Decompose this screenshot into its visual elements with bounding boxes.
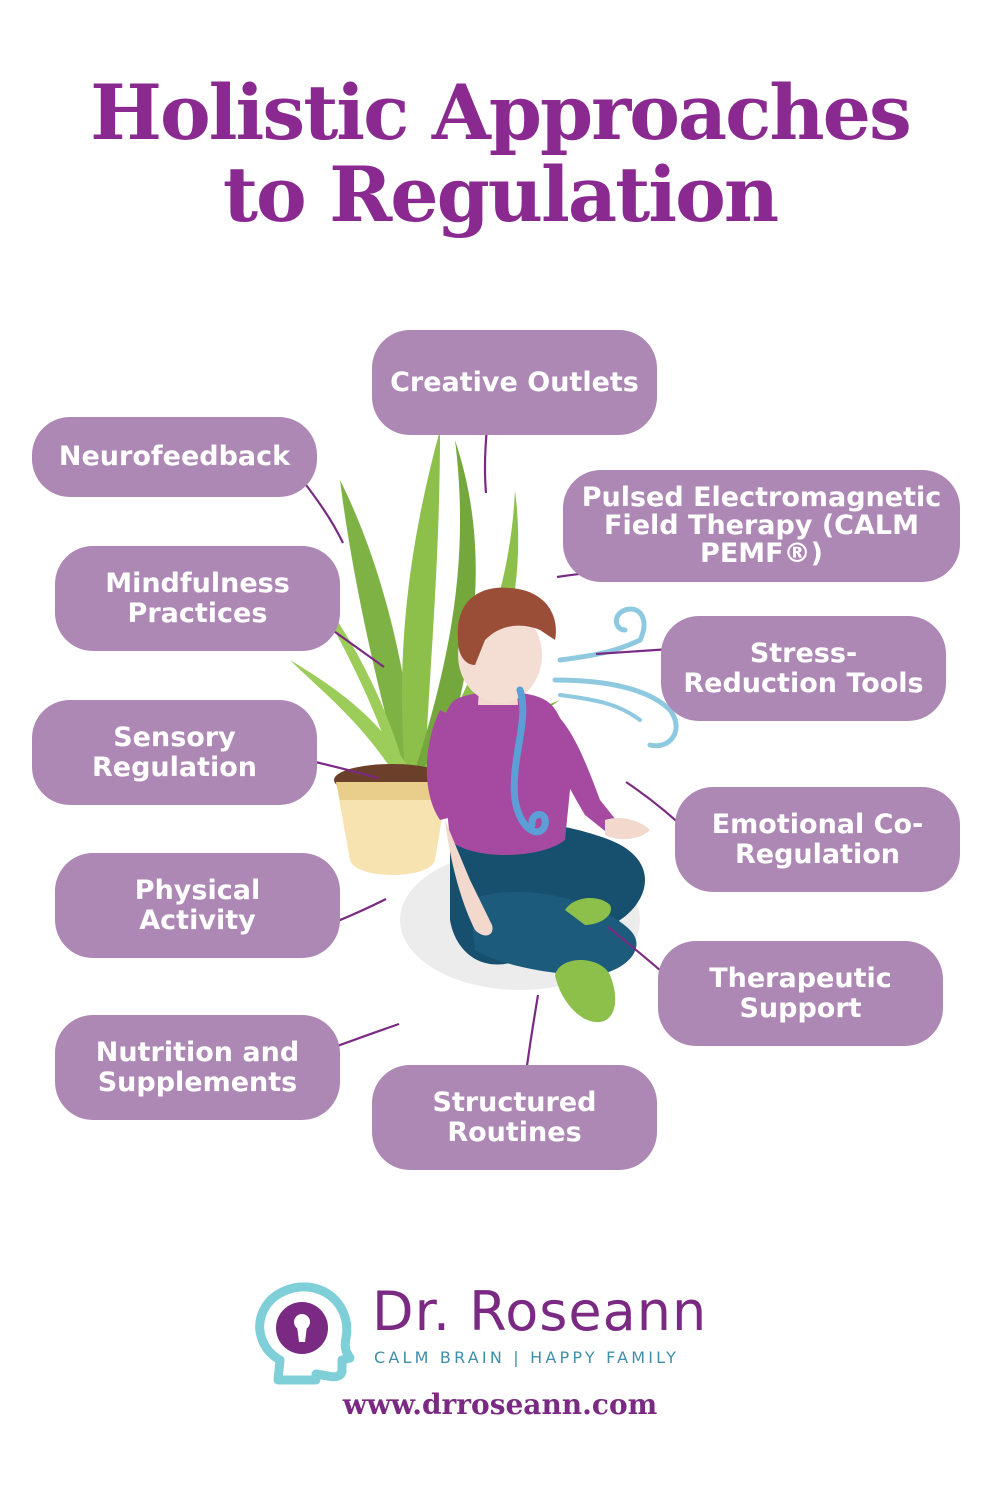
node-creative-outlets: Creative Outlets	[372, 330, 657, 435]
node-line: Therapeutic	[709, 962, 892, 994]
node-line: Physical	[134, 874, 261, 906]
node-line: Regulation	[91, 751, 258, 783]
node-line: Pulsed Electromagnetic	[581, 482, 942, 513]
node-stress-reduction: Stress- Reduction Tools	[661, 616, 946, 721]
node-line: Activity	[139, 904, 256, 936]
node-line: Supplements	[97, 1066, 298, 1098]
node-line: Mindfulness	[105, 567, 290, 599]
node-structured-routines: Structured Routines	[372, 1065, 657, 1170]
node-nutrition: Nutrition and Supplements	[55, 1015, 340, 1120]
node-physical-activity: Physical Activity	[55, 853, 340, 958]
node-line: Routines	[447, 1116, 582, 1148]
title-line-1: Holistic Approaches	[90, 68, 912, 157]
node-line: Nutrition and	[95, 1036, 300, 1068]
node-line: Creative Outlets	[390, 366, 639, 398]
node-line: Neurofeedback	[58, 441, 291, 472]
node-line: Structured	[432, 1086, 597, 1118]
node-line: Support	[739, 992, 862, 1024]
node-mindfulness: Mindfulness Practices	[55, 546, 340, 651]
keyhole-icon	[294, 1314, 310, 1342]
node-neurofeedback: Neurofeedback	[32, 417, 317, 497]
page-title: Holistic Approaches to Regulation	[0, 72, 1000, 236]
node-emotional-co-regulation: Emotional Co- Regulation	[675, 787, 960, 892]
node-line: Field Therapy (CALM	[604, 510, 919, 541]
website-url[interactable]: www.drroseann.com	[342, 1388, 658, 1421]
breath-swirl-icon	[510, 606, 679, 836]
node-line: PEMF®)	[700, 538, 823, 569]
node-pemf: Pulsed Electromagnetic Field Therapy (CA…	[563, 470, 960, 582]
brand-logo: Dr. Roseann CALM BRAIN | HAPPY FAMILY	[250, 1280, 770, 1390]
title-line-2: to Regulation	[222, 150, 779, 239]
node-line: Regulation	[734, 838, 901, 870]
head-silhouette-icon	[255, 1282, 355, 1385]
node-line: Emotional Co-	[711, 808, 924, 840]
node-line: Practices	[127, 597, 268, 629]
node-sensory-regulation: Sensory Regulation	[32, 700, 317, 805]
node-line: Reduction Tools	[683, 667, 924, 699]
node-therapeutic-support: Therapeutic Support	[658, 941, 943, 1046]
node-line: Sensory	[113, 721, 236, 753]
node-line: Stress-	[749, 637, 858, 669]
brand-name: Dr. Roseann	[372, 1280, 708, 1343]
brand-tagline: CALM BRAIN | HAPPY FAMILY	[374, 1348, 680, 1367]
